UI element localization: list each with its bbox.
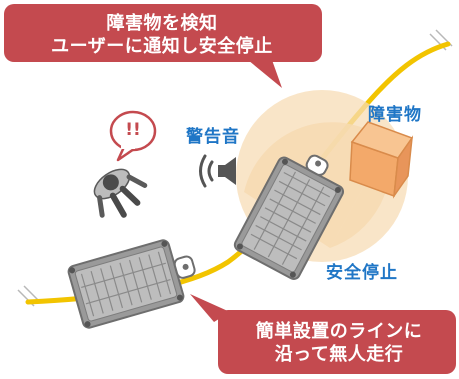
- robot-icon: [67, 239, 196, 329]
- box-icon: [349, 121, 414, 199]
- detect-callout-text: 障害物を検知 ユーザーに通知し安全停止: [12, 12, 312, 58]
- warning-mark: !!: [125, 120, 141, 140]
- person-icon: [93, 168, 148, 218]
- install-callout-text: 簡単設置のラインに 沿って無人走行: [228, 320, 450, 366]
- exclamation-bubble-icon: [109, 110, 157, 162]
- detect-callout-line-1: 障害物を検知: [106, 13, 218, 34]
- alarm-label: 警告音: [186, 127, 240, 147]
- robot-icon: [233, 154, 345, 280]
- top-callout: [4, 4, 322, 88]
- install-callout-line-2: 沿って無人走行: [274, 344, 404, 365]
- safe-stop-label: 安全停止: [326, 263, 398, 283]
- install-callout-line-1: 簡単設置のラインに: [255, 321, 423, 342]
- bottom-callout: [190, 294, 456, 374]
- detect-callout-line-2: ユーザーに通知し安全停止: [51, 36, 273, 57]
- speaker-icon: [199, 154, 236, 188]
- obstacle-label: 障害物: [368, 105, 422, 125]
